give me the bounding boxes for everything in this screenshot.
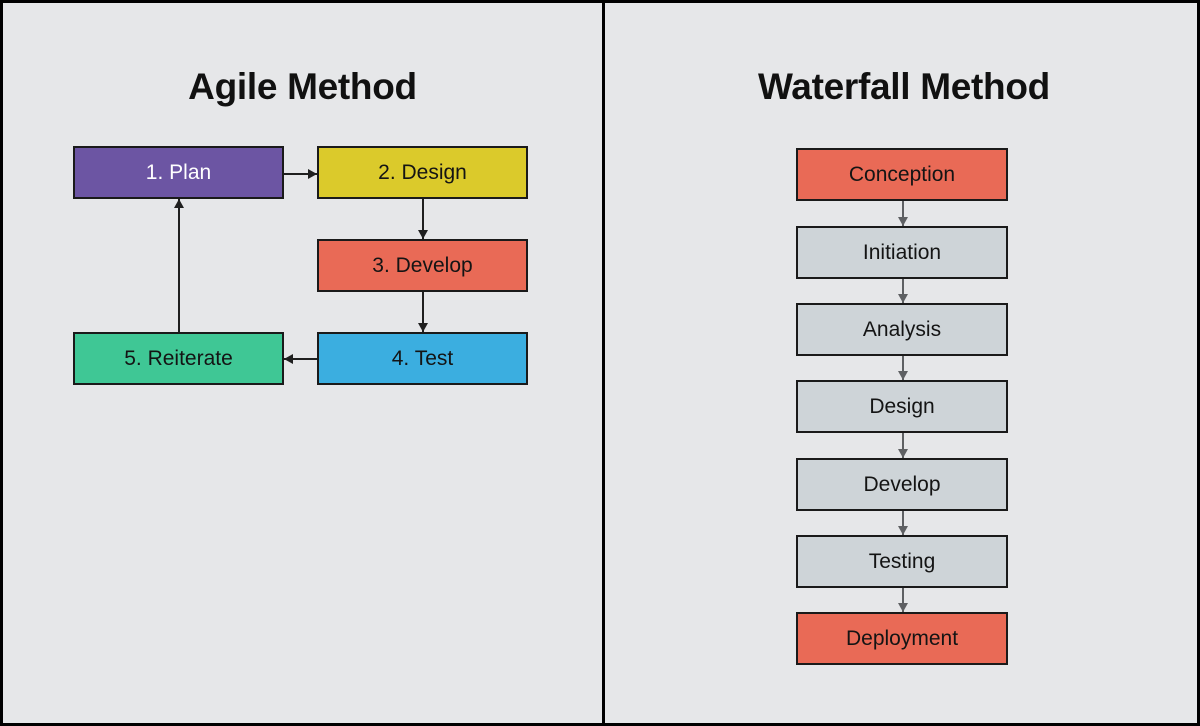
arrow-shaft [901,511,904,535]
waterfall-title: Waterfall Method [758,66,1050,107]
arrowhead-down-icon [897,371,908,380]
waterfall-arrow-develop-to-testing [893,511,912,535]
waterfall-arrow-initiation-to-analysis [893,279,912,303]
arrow-shaft [284,357,317,360]
arrow-shaft [901,588,904,612]
arrowhead-down-icon [897,603,908,612]
agile-title: Agile Method [188,66,417,107]
arrowhead-up-icon [173,199,184,208]
agile-arrow-design-to-develop [413,199,432,239]
agile-arrow-develop-to-test [413,292,432,332]
arrowhead-right-icon [308,168,317,179]
agile-arrow-reiterate-to-plan [169,199,188,332]
panel-divider [602,3,605,723]
waterfall-arrow-analysis-to-design [893,356,912,380]
arrow-shaft [901,433,904,458]
arrow-shaft [421,292,424,332]
agile-node-test[interactable]: 4. Test [317,332,528,385]
arrowhead-down-icon [417,230,428,239]
waterfall-node-design[interactable]: Design [796,380,1008,433]
agile-arrow-plan-to-design [284,165,317,182]
agile-node-reiterate[interactable]: 5. Reiterate [73,332,284,385]
arrow-shaft [177,199,180,332]
waterfall-node-deployment[interactable]: Deployment [796,612,1008,665]
arrowhead-down-icon [897,294,908,303]
arrowhead-down-icon [417,323,428,332]
waterfall-arrow-design-to-develop [893,433,912,458]
waterfall-node-conception[interactable]: Conception [796,148,1008,201]
arrowhead-down-icon [897,217,908,226]
arrowhead-down-icon [897,449,908,458]
arrow-shaft [901,356,904,380]
arrow-shaft [901,279,904,303]
waterfall-node-develop[interactable]: Develop [796,458,1008,511]
agile-node-plan[interactable]: 1. Plan [73,146,284,199]
waterfall-arrow-conception-to-initiation [893,201,912,226]
agile-arrow-test-to-reiterate [284,350,317,367]
waterfall-node-testing[interactable]: Testing [796,535,1008,588]
arrow-shaft [284,172,317,175]
waterfall-panel: Waterfall Method [605,3,1197,723]
agile-panel: Agile Method [3,3,602,723]
agile-node-develop[interactable]: 3. Develop [317,239,528,292]
waterfall-node-analysis[interactable]: Analysis [796,303,1008,356]
arrow-shaft [901,201,904,226]
agile-node-design[interactable]: 2. Design [317,146,528,199]
waterfall-arrow-testing-to-deployment [893,588,912,612]
arrow-shaft [421,199,424,239]
waterfall-node-initiation[interactable]: Initiation [796,226,1008,279]
arrowhead-down-icon [897,526,908,535]
arrowhead-left-icon [284,353,293,364]
